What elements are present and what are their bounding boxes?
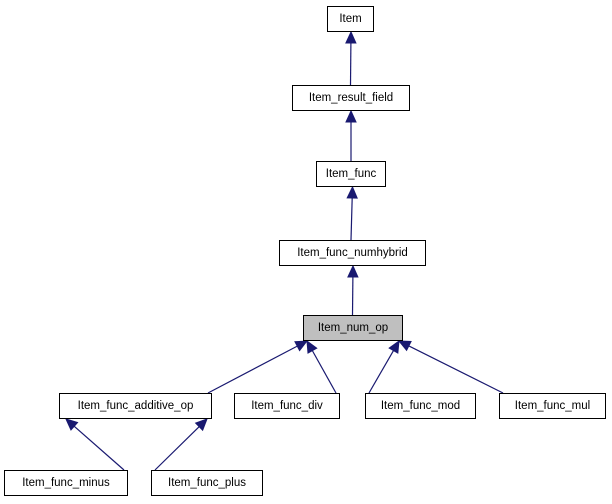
arrowhead-icon: [346, 185, 358, 199]
edge-item_func_mul-to-item_num_op: [408, 345, 504, 394]
edge-item_func_mod-to-item_num_op: [368, 350, 395, 394]
node-item[interactable]: Item: [327, 6, 374, 32]
arrowhead-icon: [194, 418, 208, 432]
node-item-func-numhybrid[interactable]: Item_func_numhybrid: [279, 240, 426, 266]
edge-item_func_plus-to-item_func_additive_op: [154, 426, 200, 471]
node-item-func-mod[interactable]: Item_func_mod: [365, 393, 476, 419]
arrowhead-icon: [388, 339, 400, 354]
edge-item_func_numhybrid-to-item_func: [350, 197, 353, 241]
arrowhead-icon: [345, 109, 357, 123]
node-item-func-plus[interactable]: Item_func_plus: [151, 470, 263, 496]
node-item-result-field[interactable]: Item_result_field: [292, 85, 410, 111]
arrowhead-icon: [65, 418, 79, 431]
edge-item_func_additive_op-to-item_num_op: [207, 345, 298, 394]
edge-item_func_minus-to-item_func_additive_op: [73, 425, 125, 471]
node-item-func-additive-op[interactable]: Item_func_additive_op: [59, 393, 212, 419]
node-item-num-op-current: Item_num_op: [303, 315, 403, 341]
node-item-func-minus[interactable]: Item_func_minus: [4, 470, 128, 496]
edge-item_func_div-to-item_num_op: [311, 350, 337, 394]
arrowhead-icon: [397, 340, 412, 352]
arrowhead-icon: [347, 264, 359, 278]
node-item-func-mul[interactable]: Item_func_mul: [499, 393, 606, 419]
arrowhead-icon: [294, 340, 309, 352]
arrowhead-icon: [345, 30, 357, 44]
arrowhead-icon: [306, 339, 318, 354]
node-item-func-div[interactable]: Item_func_div: [234, 393, 340, 419]
node-item-func[interactable]: Item_func: [316, 161, 386, 187]
